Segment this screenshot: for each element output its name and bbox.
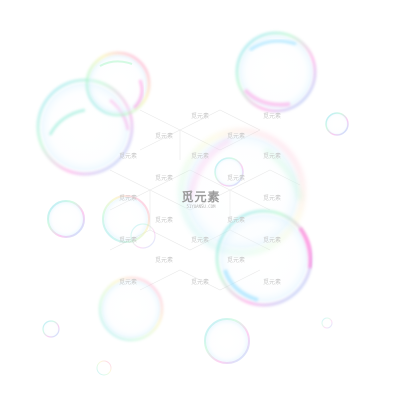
watermark-tile: 觅元素 bbox=[119, 278, 137, 286]
watermark-tile: 觅元素 bbox=[191, 236, 209, 244]
watermark-tile: 觅元素 bbox=[191, 112, 209, 120]
bubble-tiny-right bbox=[321, 317, 333, 329]
bubble-small-right bbox=[325, 112, 349, 136]
watermark-tile: 觅元素 bbox=[227, 216, 245, 224]
watermark-tile: 觅元素 bbox=[227, 132, 245, 140]
watermark-tile: 觅元素 bbox=[119, 194, 137, 202]
bubble-small-bottom-center bbox=[204, 318, 250, 364]
bubble-large-top-right bbox=[235, 31, 317, 113]
watermark-logo-sub: 51YUANSU.COM bbox=[187, 204, 216, 209]
watermark-tile: 觅元素 bbox=[155, 216, 173, 224]
watermark-tile: 觅元素 bbox=[119, 236, 137, 244]
watermark-tile: 觅元素 bbox=[119, 152, 137, 160]
bubble-tiny-bottom bbox=[96, 360, 112, 376]
bubble-tiny-bottom-left bbox=[42, 320, 60, 338]
watermark-tile: 觅元素 bbox=[191, 278, 209, 286]
watermark-tile: 觅元素 bbox=[263, 152, 281, 160]
watermark-tile: 觅元素 bbox=[263, 278, 281, 286]
watermark-tile: 觅元素 bbox=[227, 256, 245, 264]
bubble-medium-center-left bbox=[102, 195, 156, 249]
bubble-medium-top-left bbox=[85, 51, 151, 117]
watermark-tile: 觅元素 bbox=[263, 112, 281, 120]
watermark-logo: 觅元素 bbox=[181, 189, 220, 204]
watermark-tile: 觅元素 bbox=[263, 236, 281, 244]
bubble-medium-lower-left bbox=[98, 276, 164, 342]
watermark-tile: 觅元素 bbox=[155, 256, 173, 264]
watermark-tile: 觅元素 bbox=[263, 194, 281, 202]
bubble-small-left bbox=[47, 200, 85, 238]
watermark-tile: 觅元素 bbox=[155, 132, 173, 140]
bubble-large-lower-right bbox=[215, 209, 313, 307]
watermark-tile: 觅元素 bbox=[227, 174, 245, 182]
bubble-inner-center bbox=[214, 157, 244, 187]
watermark-tile: 觅元素 bbox=[155, 174, 173, 182]
watermark-tile: 觅元素 bbox=[191, 152, 209, 160]
